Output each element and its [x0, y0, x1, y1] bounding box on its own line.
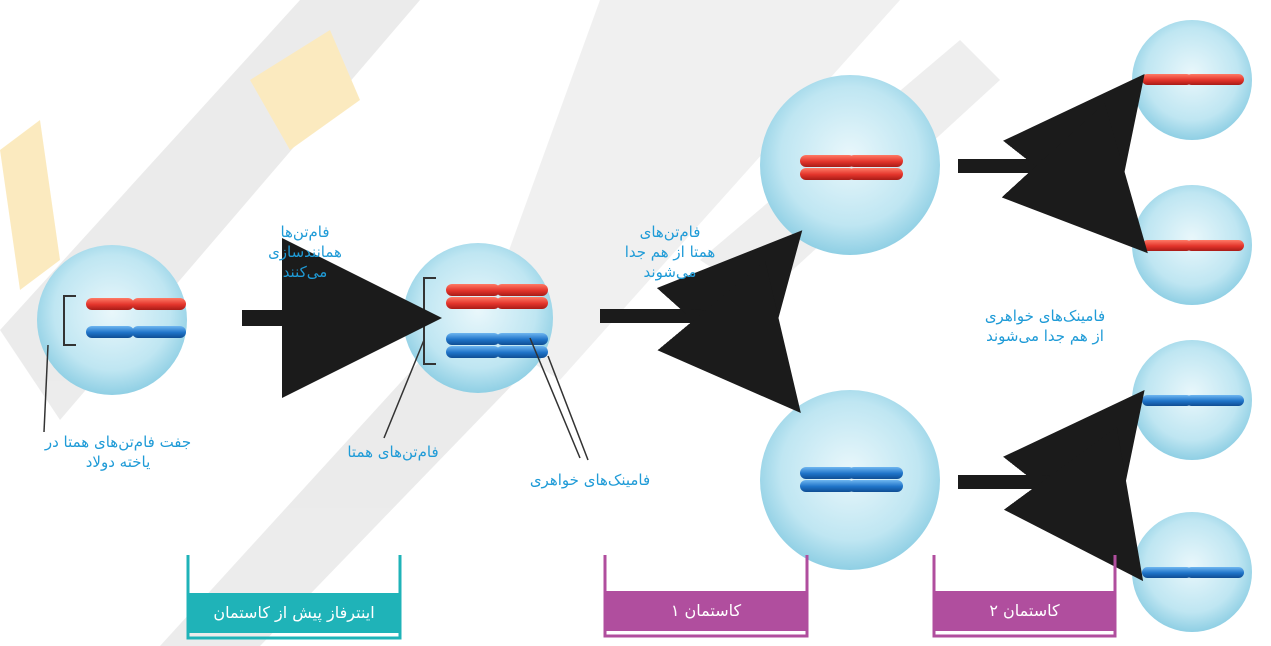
red-chromatid — [1142, 240, 1244, 251]
blue-chromatid — [1142, 395, 1244, 406]
red-chromatid — [1142, 74, 1244, 85]
label-line: فام‌تن‌ها — [280, 223, 330, 241]
label-line: می‌کنند — [282, 263, 328, 281]
label-pair-in-diploid: جفت فام‌تن‌های همتا در یاخته دولاد — [8, 432, 228, 472]
red-chromosome — [86, 298, 186, 310]
label-line: فامینک‌های خواهری — [984, 307, 1106, 325]
label-replicate: فام‌تن‌ها همانندسازی می‌کنند — [240, 222, 370, 282]
stage-label-meiosis2: کاستمان ۲ — [989, 601, 1060, 620]
blue-sister-chromatids — [446, 333, 548, 358]
blue-chromosome — [86, 326, 186, 338]
arrow-split-meiosis2-top — [958, 73, 1148, 254]
stage-interphase — [186, 555, 402, 640]
label-line: می‌شوند — [643, 263, 697, 281]
label-line: یاخته دولاد — [85, 453, 151, 471]
label-line: فام‌تن‌های — [639, 223, 701, 241]
pointer-line — [43, 344, 49, 433]
label-line: همانندسازی — [268, 243, 342, 261]
label-homologous: فام‌تن‌های همتا — [347, 443, 439, 461]
stage-meiosis1 — [603, 555, 809, 638]
arrow-split-meiosis1 — [600, 230, 803, 414]
cell-meiosis1-bottom — [760, 390, 940, 570]
cell-replicated — [403, 243, 553, 393]
label-homologs-separate: فام‌تن‌های همتا از هم جدا می‌شوند — [600, 222, 740, 282]
homolog-bracket — [63, 295, 76, 346]
label-line: همتا از هم جدا — [624, 243, 716, 261]
label-line: جفت فام‌تن‌های همتا در — [44, 433, 192, 451]
label-line: از هم جدا می‌شوند — [986, 327, 1104, 345]
stage-label-interphase: اینترفاز پیش از کاستمان — [213, 603, 375, 622]
red-sister-chromatids — [800, 155, 903, 180]
pointer-line — [383, 339, 425, 439]
label-sisters-separate: فامینک‌های خواهری از هم جدا می‌شوند — [945, 306, 1145, 346]
stage-meiosis2 — [932, 555, 1117, 638]
label-sister-chromatids: فامینک‌های خواهری — [529, 471, 651, 489]
stage-label-meiosis1: کاستمان ۱ — [670, 601, 742, 620]
pointer-line — [547, 355, 589, 461]
red-sister-chromatids — [446, 284, 548, 309]
pointer-line — [529, 337, 581, 459]
blue-chromatid — [1142, 567, 1244, 578]
cell-diploid — [37, 245, 187, 395]
arrow-split-meiosis2-bottom — [958, 389, 1145, 582]
blue-sister-chromatids — [800, 467, 903, 492]
